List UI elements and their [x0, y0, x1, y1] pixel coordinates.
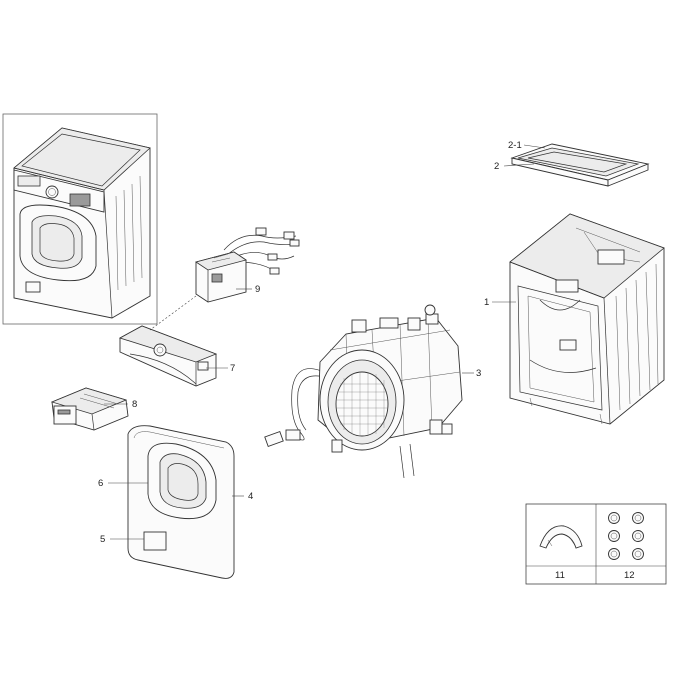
callout-7: 7 — [230, 363, 235, 374]
part-3-tub-assembly — [264, 304, 463, 479]
callout-2: 2 — [494, 161, 499, 172]
part-12-caps — [608, 512, 644, 560]
part-4-front-panel — [127, 425, 235, 579]
accessory-box — [525, 503, 667, 585]
callout-5: 5 — [100, 534, 105, 545]
callout-1: 1 — [484, 297, 489, 308]
callout-8: 8 — [132, 399, 137, 410]
drum-mesh — [335, 371, 389, 437]
part-7-control-panel — [118, 325, 218, 387]
callout-12: 12 — [624, 570, 635, 581]
callout-11: 11 — [555, 570, 565, 581]
part-2-top-plate — [510, 143, 650, 187]
part-8-detergent-drawer — [50, 387, 129, 431]
assembled-washer-inset — [2, 113, 158, 325]
callout-3: 3 — [476, 368, 481, 379]
leader-lines — [104, 144, 546, 540]
part-9-wire-harness — [195, 227, 300, 303]
callout-9: 9 — [255, 284, 260, 295]
part-11-hose-guide — [539, 525, 583, 549]
callout-labels: 2-1 2 1 3 4 5 6 7 8 9 11 12 — [98, 140, 635, 581]
part-1-cabinet — [509, 213, 665, 425]
callout-6: 6 — [98, 478, 103, 489]
callout-4: 4 — [248, 491, 253, 502]
callout-2-1: 2-1 — [508, 140, 522, 151]
